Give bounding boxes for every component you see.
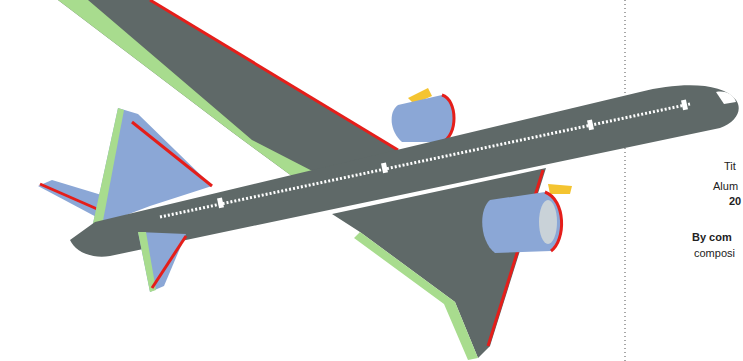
tail-fin-edge [132, 122, 212, 186]
tail-fin-rudder [92, 108, 124, 228]
divider-line [624, 0, 626, 361]
far-wing-leading-edge [150, 0, 398, 150]
material-label: Alum [713, 180, 738, 193]
far-engine [392, 95, 454, 142]
material-label: Tit [724, 160, 736, 173]
door [381, 162, 388, 173]
material-label: 20 [729, 195, 741, 208]
right-stabilizer [138, 232, 186, 292]
near-wing-flap [354, 232, 478, 360]
stabilizer-elevator [138, 232, 156, 292]
engine-fan [539, 200, 557, 244]
far-engine-lip [442, 95, 454, 142]
door [587, 119, 594, 130]
stabilizer-edge [152, 236, 186, 288]
near-wing [332, 168, 546, 358]
material-label: composi [694, 247, 735, 260]
stabilizer-edge [40, 184, 104, 212]
cockpit-window [716, 92, 736, 104]
door [681, 99, 688, 110]
far-wing-flap [58, 0, 322, 182]
near-engine-exhaust [548, 184, 572, 194]
near-engine [482, 192, 561, 253]
material-label: By com [692, 231, 732, 244]
door [217, 197, 224, 208]
